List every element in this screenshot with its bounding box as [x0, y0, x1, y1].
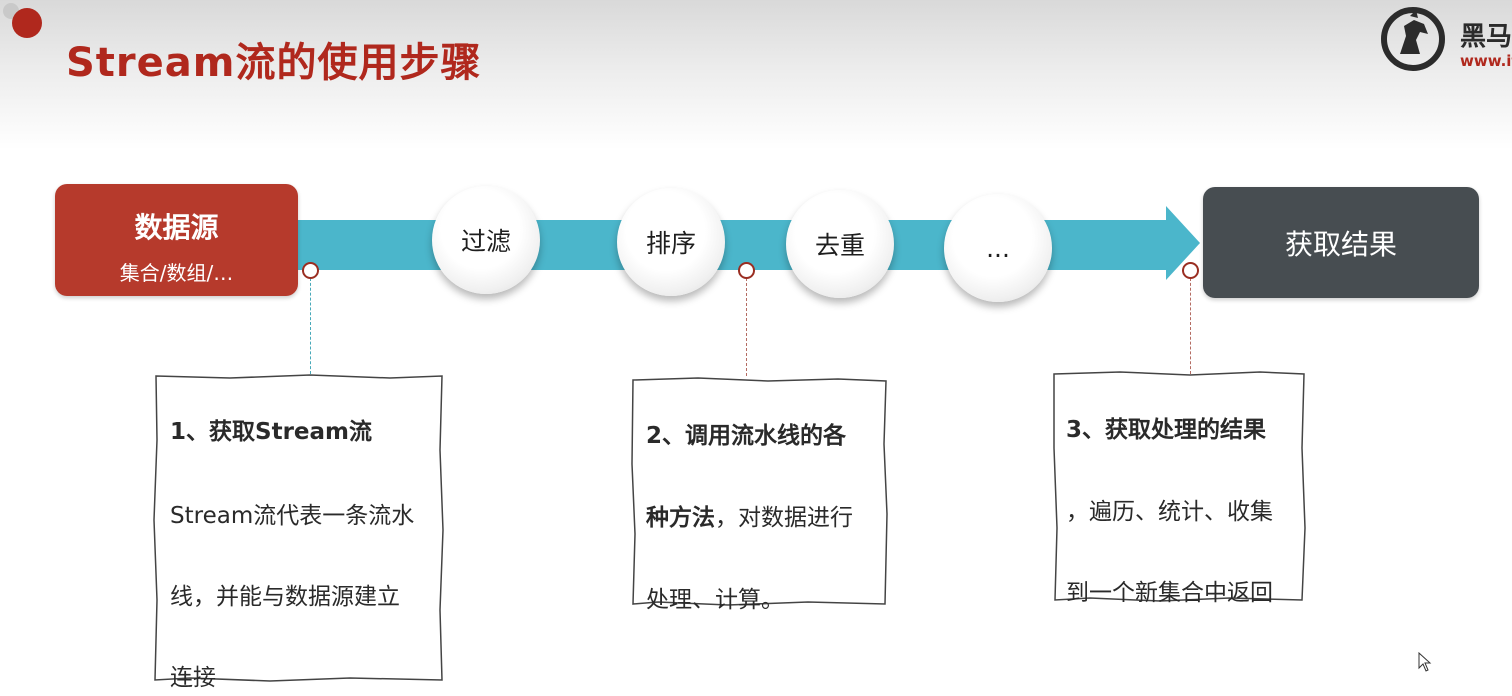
step-distinct: 去重 — [786, 190, 894, 298]
data-source-subtitle: 集合/数组/… — [119, 261, 234, 285]
note-2-heading-line-2: 种方法 — [646, 505, 715, 531]
step-more: ... — [944, 194, 1052, 302]
note-2: 2、调用流水线的各 种方法，对数据进行 处理、计算。 — [646, 416, 853, 614]
page-title: Stream流的使用步骤 — [66, 40, 482, 86]
data-source-box: 数据源 集合/数组/… — [55, 184, 298, 296]
step-sort: 排序 — [617, 188, 725, 296]
pin-3 — [1182, 262, 1199, 279]
connector-line-3 — [1190, 278, 1191, 374]
decor-dot-red — [12, 8, 42, 38]
note-3-heading: 3、获取处理的结果 — [1066, 417, 1267, 443]
header-band — [0, 0, 1512, 150]
result-box: 获取结果 — [1203, 187, 1479, 298]
note-2-line-3: 处理、计算。 — [646, 587, 784, 613]
note-2-tail: ，对数据进行 — [715, 505, 853, 531]
connector-line-1 — [310, 278, 311, 374]
pin-2 — [738, 262, 755, 279]
note-1-line-1: Stream流代表一条流水 — [170, 503, 415, 529]
horse-logo-icon — [1381, 7, 1445, 71]
note-2-line-2: 种方法，对数据进行 — [646, 498, 853, 532]
connector-line-2 — [746, 278, 747, 376]
note-3-frame — [1053, 371, 1306, 602]
note-1-line-2: 线，并能与数据源建立 — [170, 584, 400, 610]
mouse-cursor-icon — [1418, 652, 1432, 672]
data-source-title: 数据源 — [134, 211, 219, 244]
note-3-line-1: ，遍历、统计、收集 — [1066, 499, 1273, 525]
note-1-heading: 1、获取Stream流 — [170, 419, 372, 445]
note-3-line-2: 到一个新集合中返回 — [1066, 580, 1273, 606]
note-1: 1、获取Stream流 Stream流代表一条流水 线，并能与数据源建立 连接 — [170, 412, 414, 692]
logo-name: 黑马 — [1460, 22, 1512, 52]
note-1-frame — [153, 374, 444, 682]
result-title: 获取结果 — [1284, 228, 1397, 261]
note-1-line-3: 连接 — [170, 665, 216, 691]
brand-logo: 黑马 www.it — [1376, 4, 1512, 76]
logo-url: www.it — [1460, 52, 1512, 70]
note-2-frame — [631, 377, 888, 606]
note-2-heading-line-1: 2、调用流水线的各 — [646, 423, 847, 449]
note-3: 3、获取处理的结果 ，遍历、统计、收集 到一个新集合中返回 — [1066, 410, 1273, 607]
step-filter: 过滤 — [432, 186, 540, 294]
pin-1 — [302, 262, 319, 279]
